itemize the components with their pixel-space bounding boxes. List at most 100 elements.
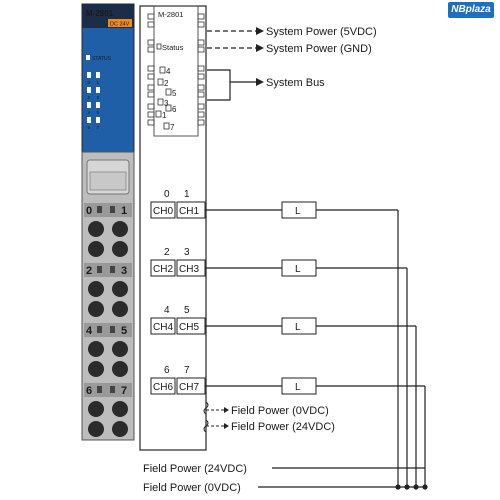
board-status-indicator (156, 43, 162, 50)
load-label: L (295, 264, 301, 275)
bus-pin-number: 5 (172, 89, 177, 98)
bus-pin-number: 1 (162, 111, 167, 120)
terminal-hole (88, 301, 104, 317)
terminal-number-left: 4 (86, 325, 93, 337)
bus-pin-number: 7 (170, 123, 175, 132)
channel-box-a (150, 259, 176, 277)
bus-pin-number: 2 (164, 79, 169, 88)
terminal-hole (112, 301, 128, 317)
channel-led-icon (96, 117, 100, 123)
channel-box-a (150, 377, 176, 395)
channel-number-a: 4 (164, 305, 170, 316)
terminal-release-slot (110, 386, 115, 393)
connector-tick (197, 73, 205, 80)
channel-led-label: 6 (88, 125, 91, 130)
bus-pin-box (159, 66, 166, 74)
terminal-hole (88, 361, 104, 377)
connector-tick (147, 119, 155, 126)
arrow-field-24v-icon (224, 423, 229, 429)
terminal-hole (112, 221, 128, 237)
internal-field-power-24v-label: Field Power (24VDC) (231, 421, 335, 433)
module-voltage-badge (108, 19, 132, 27)
channel-label-a: CH6 (153, 382, 173, 393)
bus-pin-box (157, 78, 164, 86)
terminal-hole (112, 341, 128, 357)
terminal-hole (88, 421, 104, 437)
connector-tick (197, 84, 205, 91)
terminal-hole (88, 221, 104, 237)
channel-led-label: 1 (97, 80, 100, 85)
connector-tick (147, 39, 155, 46)
system-power-lines (207, 30, 256, 101)
connector-tick (147, 103, 155, 110)
bus-junction-dots (395, 484, 428, 490)
bus-pin-number: 6 (172, 105, 177, 114)
load-label: L (295, 382, 301, 393)
connector-tick (197, 21, 205, 28)
junction-dot (395, 484, 401, 490)
connector-tick (197, 65, 205, 72)
bus-pin-number: 4 (166, 67, 171, 76)
arrow-5v-icon (256, 27, 264, 35)
terminal-number-strip (84, 383, 132, 397)
terminal-release-slot (97, 206, 102, 213)
terminal-release-slot (110, 266, 115, 273)
channel-number-b: 1 (184, 189, 190, 200)
module-status-label: STATUS (92, 56, 112, 62)
channel-number-b: 7 (184, 365, 190, 376)
channel-led-label: 4 (88, 110, 91, 115)
connector-tick (197, 103, 205, 110)
channel-label-b: CH7 (179, 382, 199, 393)
connector-tick (197, 91, 205, 98)
channel-led-label: 2 (88, 95, 91, 100)
terminal-number-left: 0 (86, 205, 92, 217)
terminal-hole (88, 281, 104, 297)
bus-pin-box (157, 98, 164, 106)
connector-tick (147, 84, 155, 91)
terminal-hole (112, 281, 128, 297)
channel-label-b: CH3 (179, 264, 199, 275)
terminal-number-left: 2 (86, 265, 92, 277)
bus-pin-box (155, 110, 162, 118)
internal-field-power (203, 401, 224, 433)
terminal-release-slot (110, 326, 115, 333)
terminal-hole (112, 361, 128, 377)
bottom-field-power-24v-label: Field Power (24VDC) (143, 463, 247, 475)
channel-number-a: 0 (164, 189, 170, 200)
board-model-label: M-2801 (158, 10, 183, 19)
system-power-5v-label: System Power (5VDC) (266, 26, 377, 38)
bus-pin-box (163, 122, 170, 130)
internal-field-power-0v-label: Field Power (0VDC) (231, 405, 329, 417)
bus-pin-box (165, 88, 172, 96)
status-led-icon (86, 55, 90, 60)
terminal-number-strip (84, 203, 132, 217)
junction-dot (413, 484, 419, 490)
connector-tick (147, 21, 155, 28)
terminal-number-left: 6 (86, 385, 92, 397)
channel-led-icon (96, 87, 100, 93)
channel-led-label: 7 (97, 125, 100, 130)
arrow-gnd-icon (256, 44, 264, 52)
terminal-number-strip (84, 323, 132, 337)
terminal-number-right: 5 (121, 325, 127, 337)
channel-label-a: CH2 (153, 264, 173, 275)
connector-tick (197, 111, 205, 118)
system-power-gnd-label: System Power (GND) (266, 43, 372, 55)
load-label: L (295, 322, 301, 333)
module-latch-inner (89, 171, 127, 191)
load-label: L (295, 206, 301, 217)
terminal-number-strip (84, 263, 132, 277)
channel-led-label: 0 (88, 80, 91, 85)
terminal-release-slot (97, 326, 102, 333)
terminal-number-right: 3 (121, 265, 127, 277)
connector-tick (197, 119, 205, 126)
terminal-hole (88, 401, 104, 417)
terminal-hole (88, 341, 104, 357)
board-status-label: Status (162, 43, 184, 52)
channel-box-a (150, 317, 176, 335)
